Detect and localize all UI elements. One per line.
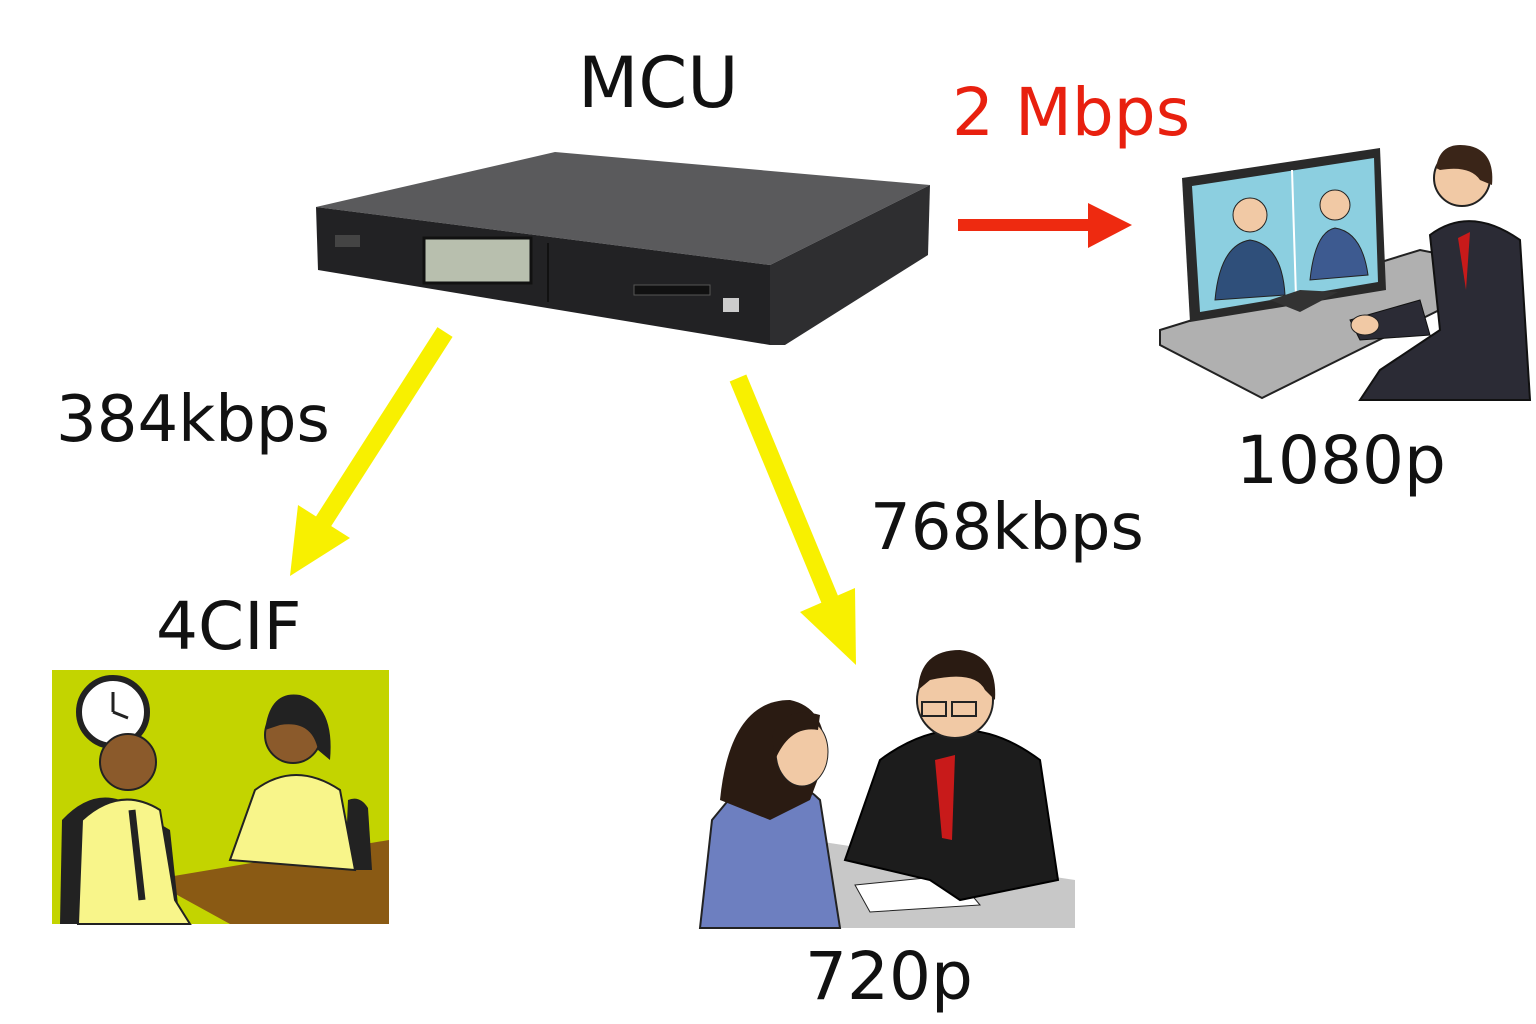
mcu-device (316, 152, 930, 345)
resolution-label-4cif: 4CIF (156, 588, 302, 665)
arrow-to-1080p (958, 203, 1132, 248)
resolution-label-1080p: 1080p (1236, 422, 1446, 499)
bitrate-label-1080p: 2 Mbps (952, 74, 1191, 151)
bitrate-label-720p: 768kbps (870, 491, 1144, 565)
arrow-to-4cif (290, 327, 453, 576)
resolution-label-720p: 720p (805, 938, 973, 1015)
4cif-endpoint-illustration (52, 670, 389, 925)
bitrate-label-4cif: 384kbps (56, 383, 330, 457)
1080p-endpoint-illustration (1159, 144, 1532, 401)
720p-endpoint-illustration (698, 650, 1075, 929)
arrow-to-720p (729, 374, 856, 665)
mcu-label: MCU (578, 42, 739, 124)
